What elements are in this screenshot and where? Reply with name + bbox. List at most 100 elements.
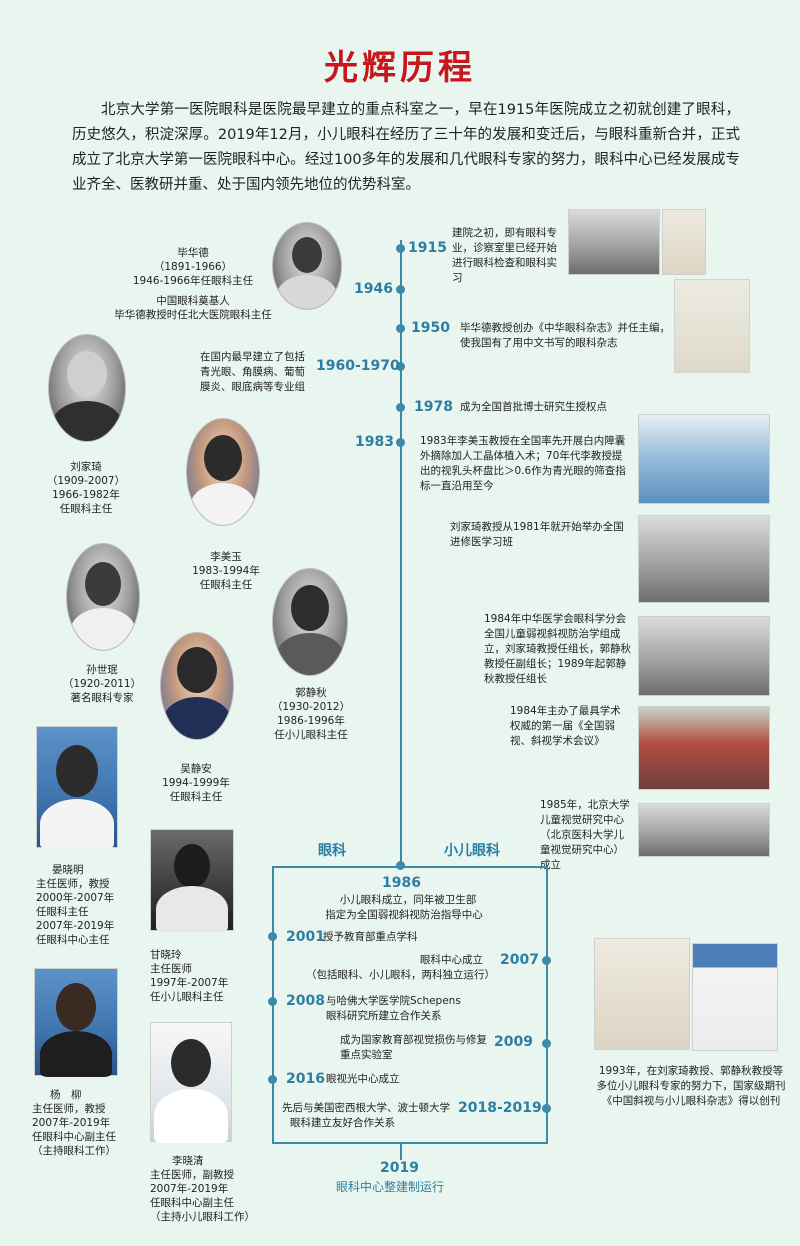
- event-2007-line2: （包括眼科、小儿眼科，两科独立运行）: [306, 969, 495, 981]
- photo-1993-journal-cover: [692, 943, 778, 1051]
- year-2009: 2009: [494, 1034, 533, 1050]
- year-1915: 1915: [408, 240, 447, 256]
- photo-1983-surgeons: [638, 414, 770, 504]
- event-1915-text: 建院之初，即有眼科专业，诊察室里已经开始进行眼科检查和眼科实习: [452, 227, 557, 284]
- person-yan-name: 晏晓明: [52, 864, 84, 876]
- person-yan-xiaoming: 晏晓明 主任医师，教授 2000年-2007年 任眼科主任 2007年-2019…: [22, 863, 134, 947]
- person-yan-title: 主任医师，教授: [36, 878, 110, 890]
- event-1960-text: 在国内最早建立了包括青光眼、角膜病、葡萄膜炎、眼底病等专业组: [200, 351, 305, 393]
- timeline-dot-1950: [396, 324, 405, 333]
- photo-1984-group: [638, 616, 770, 696]
- photo-1950-journal: [674, 279, 750, 373]
- person-liu-jiaqi: 刘家琦 （1909-2007） 1966-1982年 任眼科主任: [36, 460, 136, 516]
- person-li-xiaoqing: 李晓清 主任医师，副教授 2007年-2019年 任眼科中心副主任 （主持小儿眼…: [150, 1154, 270, 1224]
- person-wu-name: 吴静安: [180, 763, 212, 775]
- person-lixq-period: 2007年-2019年: [150, 1183, 229, 1195]
- caption-1993: 1993年，在刘家琦教授、郭静秋教授等多位小儿眼科专家的努力下，国家级期刊《中国…: [596, 1065, 786, 1107]
- year-1983: 1983: [355, 434, 394, 450]
- person-wu-jingan: 吴静安 1994-1999年 任眼科主任: [146, 762, 246, 804]
- portrait-yan-xiaoming: [36, 726, 118, 849]
- person-bi-title: 中国眼科奠基人: [156, 295, 230, 307]
- person-gan-xiaoling: 甘晓玲 主任医师 1997年-2007年 任小儿眼科主任: [150, 948, 260, 1004]
- person-liu-name: 刘家琦: [70, 461, 102, 473]
- person-lixq-note: （主持小儿眼科工作）: [150, 1211, 255, 1223]
- person-sun-shimin: 孙世珉 （1920-2011） 著名眼科专家: [52, 663, 152, 705]
- event-2009-line2: 重点实验室: [340, 1049, 393, 1061]
- portrait-sun-shimin: [66, 543, 140, 651]
- person-sun-name: 孙世珉: [86, 664, 118, 676]
- person-liu-period: 1966-1982年: [52, 489, 120, 501]
- event-2018-line2: 眼科建立友好合作关系: [290, 1117, 395, 1129]
- person-yang-period: 2007年-2019年: [32, 1117, 111, 1129]
- portrait-gan-xiaoling: [150, 829, 234, 932]
- caption-1981: 刘家琦教授从1981年就开始举办全国进修医学习班: [450, 521, 624, 548]
- portrait-yang-liu: [34, 968, 118, 1077]
- event-2016: 眼视光中心成立: [326, 1073, 400, 1085]
- year-1960-1970: 1960-1970: [316, 358, 400, 374]
- person-bi-name: 毕华德: [177, 247, 209, 259]
- person-wu-period: 1994-1999年: [162, 777, 230, 789]
- person-li-period: 1983-1994年: [192, 565, 260, 577]
- box-bottom-line: [272, 1142, 548, 1144]
- person-yang-title: 主任医师，教授: [32, 1103, 106, 1115]
- box-dot-2016: [268, 1075, 277, 1084]
- event-2019: 眼科中心整建制运行: [336, 1180, 445, 1194]
- person-yang-role: 任眼科中心副主任: [32, 1131, 116, 1143]
- box-tail-line: [400, 1142, 402, 1160]
- person-liu-years: （1909-2007）: [46, 475, 126, 487]
- timeline-spine: [400, 240, 402, 866]
- year-2016: 2016: [286, 1071, 325, 1087]
- person-yang-liu: 杨 柳 主任医师，教授 2007年-2019年 任眼科中心副主任 （主持眼科工作…: [22, 1088, 140, 1158]
- person-guo-name: 郭静秋: [295, 687, 327, 699]
- person-li-name: 李美玉: [210, 551, 242, 563]
- person-guo-period: 1986-1996年: [277, 715, 345, 727]
- person-yan-role2: 任眼科中心主任: [36, 934, 110, 946]
- event-1986-line1: 小儿眼科成立，同年被卫生部: [339, 894, 477, 906]
- event-2018-line1: 先后与美国密西根大学、波士顿大学: [282, 1102, 450, 1114]
- year-1978: 1978: [414, 399, 453, 415]
- person-guo-years: （1930-2012）: [271, 701, 351, 713]
- photo-1981-class: [638, 515, 770, 603]
- person-li-role: 任眼科主任: [199, 579, 253, 591]
- event-1978-text: 成为全国首批博士研究生授权点: [460, 401, 607, 413]
- box-right-line: [546, 866, 548, 1144]
- year-2001: 2001: [286, 929, 325, 945]
- event-2007-line1: 眼科中心成立: [420, 954, 483, 966]
- box-dot-2018: [542, 1104, 551, 1113]
- year-2018-2019: 2018-2019: [458, 1100, 542, 1116]
- event-2008-line1: 与哈佛大学医学院Schepens: [326, 995, 461, 1007]
- photo-1915-clinic: [568, 209, 660, 275]
- event-1950-text: 毕华德教授创办《中华眼科杂志》并任主编，使我国有了用中文书写的眼科杂志: [460, 322, 670, 349]
- portrait-wu-jingan: [160, 632, 234, 740]
- person-gan-role: 任小儿眼科主任: [150, 991, 224, 1003]
- timeline-dot-1960: [396, 362, 405, 371]
- person-yan-period2: 2007年-2019年: [36, 920, 115, 932]
- timeline-dot-1983: [396, 438, 405, 447]
- photo-1984-conference: [638, 706, 770, 790]
- year-2019: 2019: [380, 1160, 419, 1176]
- person-liu-role: 任眼科主任: [59, 503, 113, 515]
- box-dot-2009: [542, 1039, 551, 1048]
- caption-1984-conference: 1984年主办了最具学术权威的第一届《全国弱视、斜视学术会议》: [510, 705, 621, 747]
- intro-paragraph: 北京大学第一医院眼科是医院最早建立的重点科室之一，早在1915年医院成立之初就创…: [72, 102, 740, 193]
- timeline-dot-1946: [396, 285, 405, 294]
- timeline-dot-1986: [396, 861, 405, 870]
- portrait-li-xiaoqing: [150, 1022, 232, 1143]
- person-lixq-role: 任眼科中心副主任: [150, 1197, 234, 1209]
- person-gan-period: 1997年-2007年: [150, 977, 229, 989]
- person-sun-years: （1920-2011）: [62, 678, 142, 690]
- year-2007: 2007: [500, 952, 539, 968]
- person-bi-role: 1946-1966年任眼科主任: [132, 275, 254, 287]
- timeline-dot-1915: [396, 244, 405, 253]
- page-title: 光辉历程: [324, 48, 476, 88]
- photo-1993-manuscript: [594, 938, 690, 1050]
- event-2001: 授予教育部重点学科: [323, 931, 418, 943]
- person-yang-note: （主持眼科工作）: [32, 1145, 116, 1157]
- photo-1915-document: [662, 209, 706, 275]
- person-gan-title: 主任医师: [150, 963, 192, 975]
- year-1950: 1950: [411, 320, 450, 336]
- person-lixq-name: 李晓清: [172, 1155, 204, 1167]
- box-dot-2001: [268, 932, 277, 941]
- year-1946: 1946: [354, 281, 393, 297]
- person-sun-title: 著名眼科专家: [70, 692, 134, 704]
